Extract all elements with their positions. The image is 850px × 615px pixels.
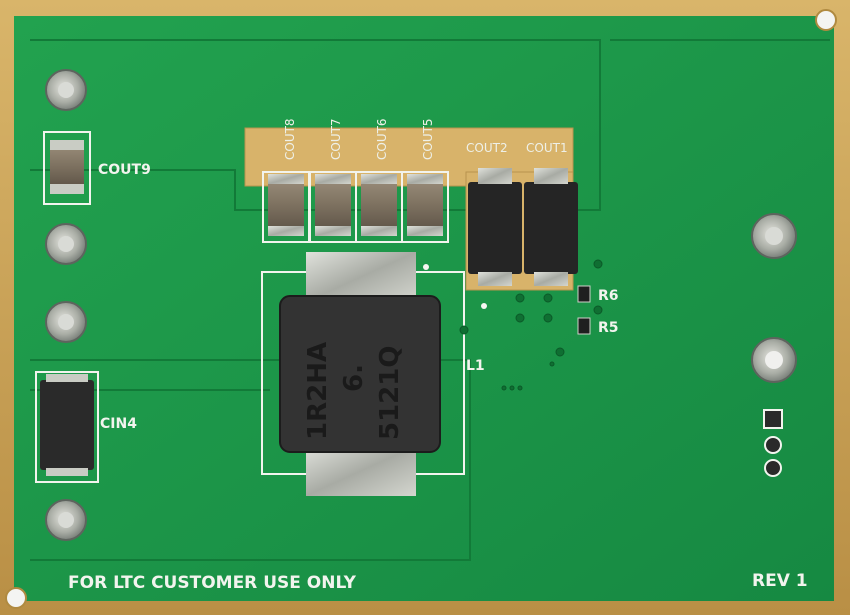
inductor-marking-line2: 6. <box>339 364 369 392</box>
label-cout2: COUT2 <box>466 141 508 155</box>
cout9-terminal <box>50 184 84 194</box>
cout8-terminal <box>268 174 304 184</box>
cout5-capacitor <box>407 178 443 234</box>
turret-post <box>58 512 74 528</box>
label-l1: L1 <box>466 358 485 374</box>
cout9-terminal <box>50 140 84 150</box>
label-r6: R6 <box>598 288 619 304</box>
footer-text: FOR LTC CUSTOMER USE ONLY <box>68 573 357 593</box>
l1-inductor-body <box>279 295 441 453</box>
r5-resistor <box>577 317 591 335</box>
turret-post <box>765 351 783 369</box>
vias <box>459 259 603 391</box>
bright-via <box>423 264 429 270</box>
label-cout9: COUT9 <box>98 162 151 178</box>
cout1-terminal <box>534 272 568 286</box>
label-cout7: COUT7 <box>329 118 343 160</box>
turret-post <box>58 82 74 98</box>
header-pin-round <box>764 436 782 454</box>
cout8-terminal <box>268 226 304 236</box>
inductor-marking-line3: 5121Q <box>375 346 405 440</box>
label-cout5: COUT5 <box>421 118 435 160</box>
header-pin-square <box>763 409 783 429</box>
cout2-capacitor <box>468 182 522 274</box>
mounting-hole-bottom-left <box>5 587 27 609</box>
cin4-terminal <box>46 374 88 382</box>
label-cout6: COUT6 <box>375 118 389 160</box>
cout6-capacitor <box>361 178 397 234</box>
cout2-terminal <box>478 168 512 184</box>
cout6-terminal <box>361 226 397 236</box>
turret-post <box>58 314 74 330</box>
cout8-capacitor <box>268 178 304 234</box>
turret-post <box>765 227 783 245</box>
label-cout1: COUT1 <box>526 141 568 155</box>
cin4-terminal <box>46 468 88 476</box>
cout1-terminal <box>534 168 568 184</box>
turret-posts <box>45 69 797 541</box>
cout5-terminal <box>407 226 443 236</box>
output-polymer-caps <box>468 168 578 286</box>
inductor-marking-line1: 1R2HA <box>303 342 333 440</box>
cout5-terminal <box>407 174 443 184</box>
cin4-footprint <box>35 371 99 483</box>
cout9-footprint <box>43 131 91 205</box>
label-cout8: COUT8 <box>283 118 297 160</box>
l1-terminal-top <box>306 252 416 302</box>
label-cin4: CIN4 <box>100 416 137 432</box>
r6-resistor <box>577 285 591 303</box>
cout7-terminal <box>315 226 351 236</box>
revision-text: REV 1 <box>752 571 808 591</box>
label-r5: R5 <box>598 320 619 336</box>
cout6-terminal <box>361 174 397 184</box>
turret-post <box>58 236 74 252</box>
output-ceramic-caps <box>262 171 449 243</box>
mounting-hole-top-right <box>815 9 837 31</box>
cout2-terminal <box>478 272 512 286</box>
cout9-capacitor <box>50 144 84 190</box>
cin4-capacitor <box>40 380 94 470</box>
l1-terminal-bottom <box>306 446 416 496</box>
header-pin-round <box>764 459 782 477</box>
cout5-footprint <box>401 171 449 243</box>
cout7-terminal <box>315 174 351 184</box>
bright-via <box>481 303 487 309</box>
cout1-capacitor <box>524 182 578 274</box>
cout7-capacitor <box>315 178 351 234</box>
